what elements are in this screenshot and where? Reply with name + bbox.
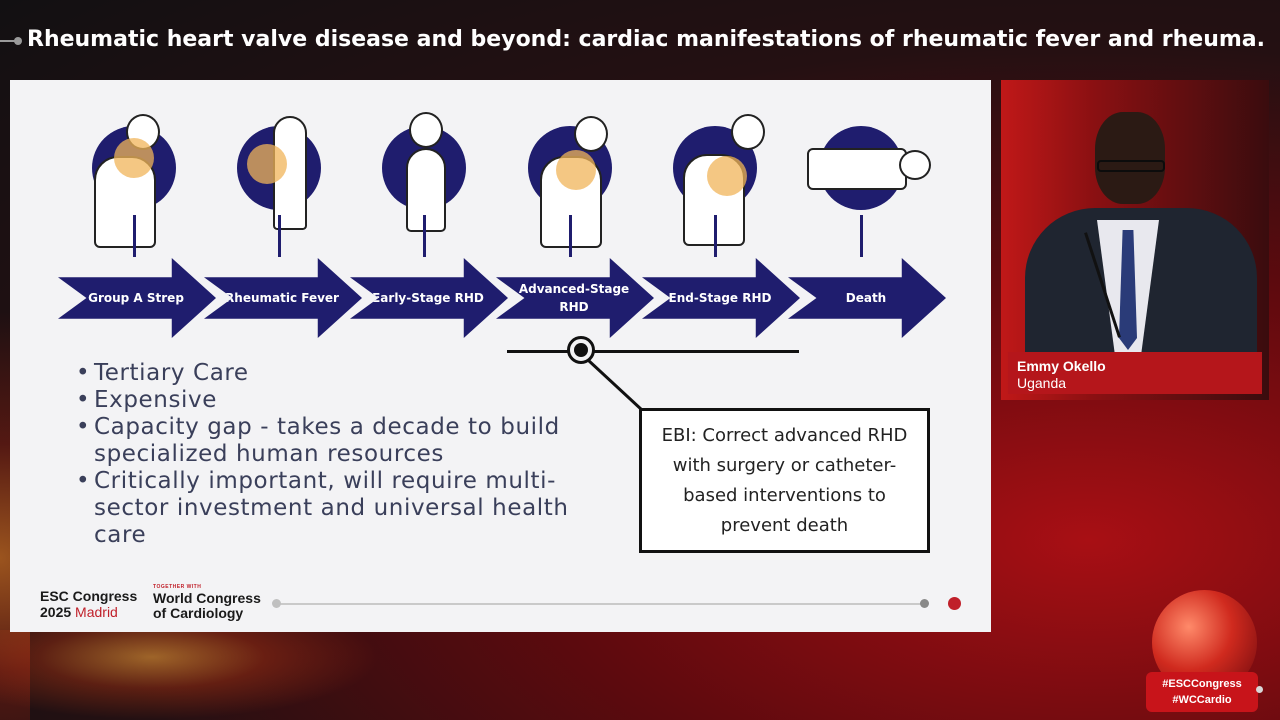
slide-progress-current-dot bbox=[948, 597, 961, 610]
speaker-glasses bbox=[1097, 160, 1165, 172]
bullet-item: Capacity gap - takes a decade to build s… bbox=[76, 414, 576, 468]
callout-connector-line bbox=[586, 358, 644, 412]
stage-icon-group-a-strep bbox=[62, 80, 212, 340]
bent-over-figure-icon bbox=[673, 114, 765, 246]
speaker-country: Uganda bbox=[1017, 375, 1067, 391]
hashtag-esc: #ESCCongress bbox=[1162, 678, 1242, 690]
wcc-logo: TOGETHER WITH World Congress of Cardiolo… bbox=[153, 584, 261, 621]
arrow-death: Death bbox=[788, 258, 946, 338]
arrow-label: Advanced-Stage RHD bbox=[518, 282, 630, 314]
hashtag-wcc: #WCCardio bbox=[1172, 694, 1232, 706]
stage-connector bbox=[423, 215, 426, 257]
stage-connector bbox=[714, 215, 717, 257]
arrow-rheumatic-fever: Rheumatic Fever bbox=[204, 258, 362, 338]
wcc-logo-small: TOGETHER WITH bbox=[153, 584, 202, 590]
bullet-item: Expensive bbox=[76, 387, 576, 414]
arrow-label: Rheumatic Fever bbox=[225, 291, 339, 305]
esc-logo-city: Madrid bbox=[75, 604, 118, 620]
chest-pain-figure-icon bbox=[528, 116, 612, 248]
stage-connector bbox=[860, 215, 863, 257]
bullet-item: Critically important, will require multi… bbox=[76, 468, 576, 549]
disease-progression-arrows: Group A Strep Rheumatic Fever Early-Stag… bbox=[58, 258, 948, 342]
hashtag-badge: #ESCCongress #WCCardio bbox=[1146, 672, 1258, 712]
stage-connector bbox=[133, 215, 136, 257]
stage-icon-end-stage-rhd bbox=[643, 80, 793, 340]
stage-icon-death bbox=[789, 80, 939, 340]
arrow-advanced-stage-rhd: Advanced-Stage RHD bbox=[496, 258, 654, 338]
decorative-particles-bottom bbox=[0, 630, 380, 720]
shoulder-pain-figure-icon bbox=[92, 114, 176, 248]
title-line-decoration bbox=[0, 40, 18, 42]
esc-logo-year: 2025 bbox=[40, 604, 72, 620]
stage-connector bbox=[278, 215, 281, 257]
hashtag-dot-icon bbox=[1256, 686, 1263, 693]
speaker-lower-third: Emmy Okello Uganda bbox=[1008, 352, 1262, 394]
bullet-list: Tertiary Care Expensive Capacity gap - t… bbox=[76, 360, 576, 549]
presentation-slide: Group A Strep Rheumatic Fever Early-Stag… bbox=[10, 80, 991, 632]
esc-congress-logo: ESC Congress 2025 Madrid bbox=[40, 588, 137, 620]
stage-icon-early-stage-rhd bbox=[352, 80, 502, 340]
stage-connector bbox=[569, 215, 572, 257]
intervention-timeline bbox=[507, 350, 799, 353]
ebi-callout-box: EBI: Correct advanced RHD with surgery o… bbox=[639, 408, 930, 553]
video-title-bar: Rheumatic heart valve disease and beyond… bbox=[0, 22, 1280, 58]
lying-figure-icon bbox=[807, 126, 931, 210]
session-title: Rheumatic heart valve disease and beyond… bbox=[27, 27, 1267, 52]
wcc-logo-line2: of Cardiology bbox=[153, 605, 244, 621]
bullet-item: Tertiary Care bbox=[76, 360, 576, 387]
arrow-label: Early-Stage RHD bbox=[372, 291, 484, 305]
slide-progress-track bbox=[278, 603, 924, 605]
title-dot-icon bbox=[14, 37, 22, 45]
speaker-name: Emmy Okello bbox=[1017, 358, 1106, 374]
arrow-group-a-strep: Group A Strep bbox=[58, 258, 216, 338]
speaker-tie bbox=[1119, 230, 1137, 350]
wcc-logo-line1: World Congress bbox=[153, 590, 261, 606]
intervention-marker-dot bbox=[574, 343, 588, 357]
arrow-label: Death bbox=[845, 291, 887, 305]
stage-icon-advanced-stage-rhd bbox=[498, 80, 648, 340]
arrow-early-stage-rhd: Early-Stage RHD bbox=[350, 258, 508, 338]
knee-pain-figure-icon bbox=[237, 116, 321, 230]
stage-icon-rheumatic-fever bbox=[207, 80, 357, 340]
heart-figure-icon bbox=[382, 112, 466, 232]
arrow-end-stage-rhd: End-Stage RHD bbox=[642, 258, 800, 338]
speaker-video bbox=[1001, 80, 1269, 400]
arrow-label: Group A Strep bbox=[88, 291, 184, 305]
esc-logo-line1: ESC Congress bbox=[40, 588, 138, 604]
slide-progress-dot bbox=[920, 599, 929, 608]
arrow-label: End-Stage RHD bbox=[668, 291, 772, 305]
slide-progress-start-dot bbox=[272, 599, 281, 608]
speaker-head bbox=[1095, 112, 1165, 204]
